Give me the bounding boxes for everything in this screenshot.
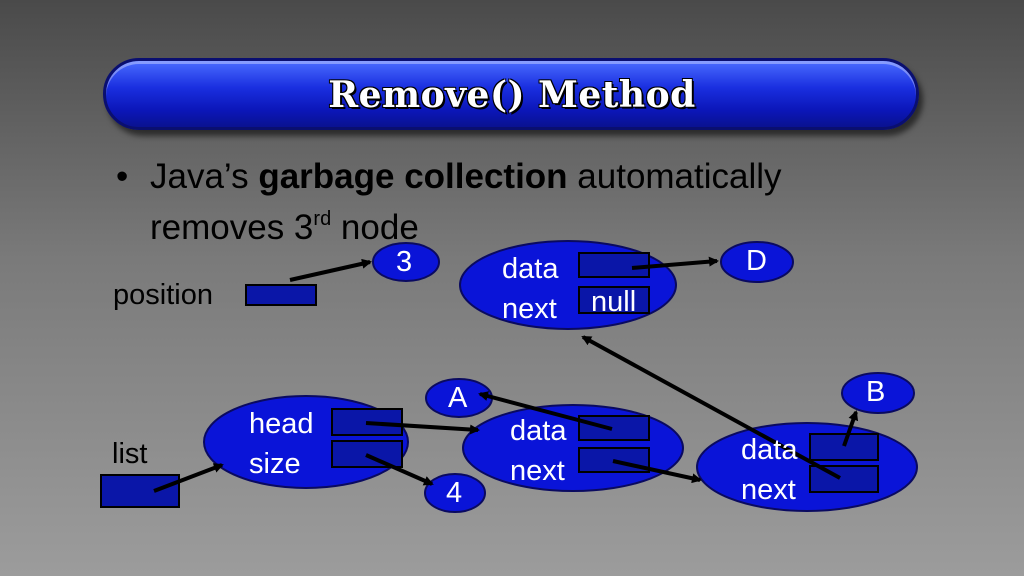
arrow-nodeB-data-to-B	[842, 410, 859, 447]
value-D-oval	[720, 241, 794, 283]
nodeA-data-box	[578, 415, 650, 441]
value-4-oval	[424, 473, 486, 513]
nodeB-data-box	[809, 433, 879, 461]
head-label: head	[249, 408, 314, 440]
arrow-nodeA-data-to-A	[478, 391, 613, 431]
arrow-head-to-nodeA	[365, 421, 480, 435]
nodeB-next-label: next	[741, 474, 796, 506]
arrow-removed-data-to-D	[631, 256, 719, 270]
arrow-size-to-4	[365, 453, 434, 486]
bullet-line2-suffix: node	[331, 208, 419, 247]
position-label: position	[113, 279, 213, 311]
removed-next-value: null	[591, 286, 637, 318]
bullet-text-bold: garbage collection	[258, 157, 568, 196]
value-3-label: 3	[396, 246, 413, 278]
bullet-line-2: removes 3rd node	[150, 200, 419, 247]
list-label: list	[112, 438, 148, 470]
arrow-nodeA-next-to-nodeB	[612, 459, 702, 484]
list-box	[100, 474, 180, 508]
value-A-label: A	[448, 382, 468, 414]
nodeA-data-label: data	[510, 415, 567, 447]
removed-data-box	[578, 252, 650, 278]
value-B-label: B	[866, 376, 886, 408]
arrow-list-to-head	[153, 463, 224, 493]
removed-next-box	[578, 286, 650, 314]
bullet-superscript: rd	[313, 208, 332, 230]
title-banner	[103, 58, 919, 130]
removed-data-label: data	[502, 253, 559, 285]
bullet-dot: •	[116, 157, 129, 196]
position-box	[245, 284, 317, 306]
removed-next-label: next	[502, 293, 557, 325]
arrow-position-to-3	[289, 258, 372, 282]
slide-title: Remove() Method	[328, 74, 696, 116]
arrow-nodeB-next-to-removed	[581, 335, 841, 480]
bullet-line2-prefix: removes 3	[150, 208, 314, 247]
bullet-text-suffix: automatically	[567, 157, 782, 196]
bullet-text-prefix: Java’s	[150, 157, 259, 196]
node-B-oval	[696, 422, 918, 512]
nodeB-data-label: data	[741, 434, 798, 466]
size-label: size	[249, 448, 301, 480]
value-4-label: 4	[446, 477, 463, 509]
value-B-oval	[841, 372, 915, 414]
nodeB-next-box	[809, 465, 879, 493]
value-D-label: D	[746, 245, 767, 277]
nodeA-next-label: next	[510, 455, 565, 487]
value-3-oval	[372, 242, 440, 282]
